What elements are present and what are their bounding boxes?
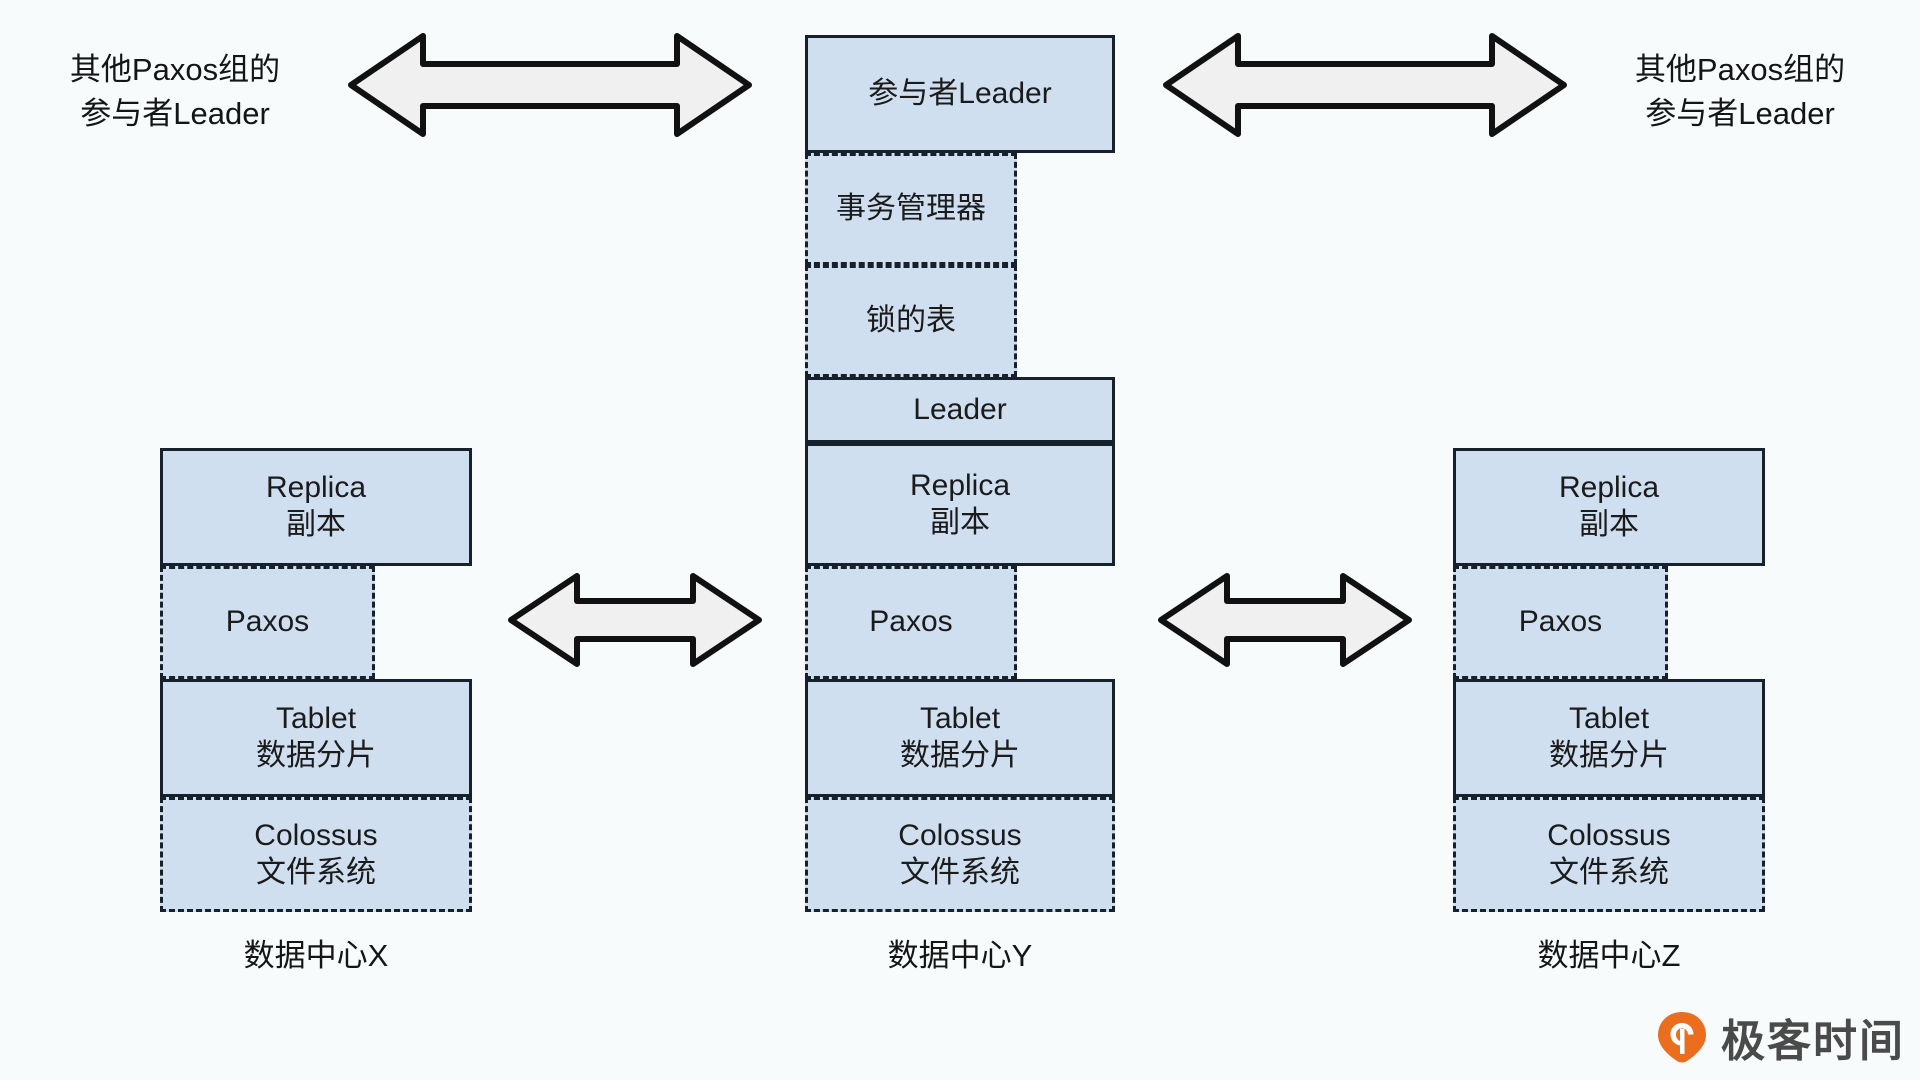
datacenter-z-replica-line1: Replica bbox=[1558, 471, 1660, 505]
datacenter-y-box-paxos[interactable]: Paxos bbox=[805, 566, 1017, 679]
datacenter-y-paxos-line1: Paxos bbox=[869, 605, 953, 639]
datacenter-y-leader-line1: Leader bbox=[913, 392, 1007, 426]
datacenter-y-box-participant-leader[interactable]: 参与者Leader bbox=[805, 35, 1115, 153]
datacenter-x-box-colossus[interactable]: Colossus 文件系统 bbox=[160, 797, 472, 912]
datacenter-y-colossus-line1: Colossus bbox=[898, 818, 1022, 852]
arrow-top-left bbox=[345, 30, 755, 140]
datacenter-z-box-colossus[interactable]: Colossus 文件系统 bbox=[1453, 797, 1765, 912]
datacenter-y-label: 数据中心Y bbox=[887, 938, 1033, 973]
datacenter-y-box-lock-table[interactable]: 锁的表 bbox=[805, 265, 1017, 377]
datacenter-x-box-tablet[interactable]: Tablet 数据分片 bbox=[160, 679, 472, 797]
datacenter-z-box-tablet[interactable]: Tablet 数据分片 bbox=[1453, 679, 1765, 797]
datacenter-x-tablet-line1: Tablet bbox=[275, 702, 357, 736]
datacenter-x-replica-line1: Replica bbox=[265, 471, 367, 505]
watermark: 极客时间 bbox=[1655, 1005, 1905, 1069]
caption-left-paxos-group: 其他Paxos组的 参与者Leader bbox=[35, 48, 315, 136]
datacenter-x-paxos-line1: Paxos bbox=[225, 605, 310, 639]
datacenter-x-replica-line2: 副本 bbox=[286, 508, 346, 541]
datacenter-z-colossus-line1: Colossus bbox=[1547, 818, 1671, 852]
datacenter-z-paxos-line1: Paxos bbox=[1518, 605, 1603, 639]
datacenter-z-label: 数据中心Z bbox=[1537, 938, 1681, 973]
datacenter-z-replica-line2: 副本 bbox=[1579, 508, 1639, 541]
datacenter-y-tablet-line1: Tablet bbox=[919, 702, 1001, 736]
datacenter-z-tablet-line1: Tablet bbox=[1568, 702, 1650, 736]
datacenter-y-tablet-line2: 数据分片 bbox=[900, 739, 1020, 772]
datacenter-y-lock-table-line1: 锁的表 bbox=[866, 303, 956, 337]
geektime-logo-icon bbox=[1655, 1010, 1709, 1064]
datacenter-x-box-replica[interactable]: Replica 副本 bbox=[160, 448, 472, 566]
datacenter-z-tablet-line2: 数据分片 bbox=[1549, 739, 1669, 772]
watermark-text: 极客时间 bbox=[1721, 1017, 1905, 1066]
datacenter-y-replica-line2: 副本 bbox=[930, 505, 990, 539]
caption-right-line1: 其他Paxos组的 bbox=[1634, 52, 1846, 87]
datacenter-x-colossus-line1: Colossus bbox=[254, 818, 378, 852]
datacenter-z-colossus-line2: 文件系统 bbox=[1549, 855, 1669, 889]
datacenter-x-box-paxos[interactable]: Paxos bbox=[160, 566, 375, 679]
datacenter-y-box-tablet[interactable]: Tablet 数据分片 bbox=[805, 679, 1115, 797]
datacenter-y-participant-leader-line1: 参与者Leader bbox=[868, 76, 1052, 110]
caption-right-paxos-group: 其他Paxos组的 参与者Leader bbox=[1600, 48, 1880, 136]
datacenter-y-box-leader[interactable]: Leader bbox=[805, 377, 1115, 443]
datacenter-y-replica-line1: Replica bbox=[909, 468, 1011, 502]
arrow-middle-right bbox=[1155, 570, 1415, 670]
arrow-middle-left bbox=[505, 570, 765, 670]
datacenter-x-colossus-line2: 文件系统 bbox=[256, 855, 376, 889]
caption-right-line2: 参与者Leader bbox=[1645, 96, 1835, 132]
caption-left-line1: 其他Paxos组的 bbox=[69, 52, 281, 87]
datacenter-x-label: 数据中心X bbox=[243, 938, 389, 973]
caption-left-line2: 参与者Leader bbox=[80, 96, 270, 132]
datacenter-y-box-colossus[interactable]: Colossus 文件系统 bbox=[805, 797, 1115, 912]
datacenter-y-box-replica[interactable]: Replica 副本 bbox=[805, 443, 1115, 566]
datacenter-y-box-transaction-manager[interactable]: 事务管理器 bbox=[805, 153, 1017, 265]
datacenter-y-transaction-manager-line1: 事务管理器 bbox=[836, 191, 986, 225]
datacenter-z-box-paxos[interactable]: Paxos bbox=[1453, 566, 1668, 679]
arrow-top-right bbox=[1160, 30, 1570, 140]
datacenter-z-box-replica[interactable]: Replica 副本 bbox=[1453, 448, 1765, 566]
datacenter-y-colossus-line2: 文件系统 bbox=[900, 855, 1020, 889]
datacenter-x-tablet-line2: 数据分片 bbox=[256, 739, 376, 772]
